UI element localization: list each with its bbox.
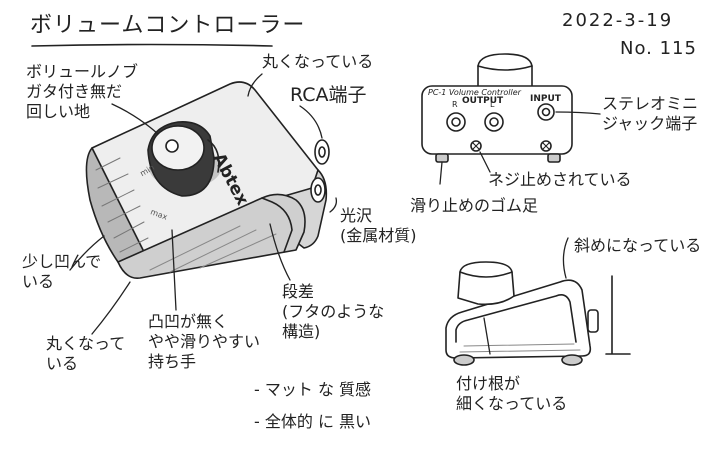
note-black: - 全体的 に 黒い (254, 412, 372, 431)
note-dent-line1: 少し凹んで (22, 252, 102, 271)
leader-gloss (329, 197, 338, 213)
leader-knob (111, 103, 159, 135)
rear-jack-input (537, 103, 555, 121)
note-dent: 少し凹んで いる (22, 252, 101, 292)
note-base: 付け根が 細くなっている (456, 374, 567, 414)
note-stereo-line2: ジャック端子 (602, 114, 698, 133)
note-base-line2: 細くなっている (456, 394, 568, 413)
rear-jack-r-inner (451, 117, 461, 127)
note-rounded-top: 丸くなっている (262, 52, 374, 71)
knob-ridge (207, 139, 220, 173)
rear-screw-left-slot (472, 142, 480, 150)
note-gloss-line2: (金属材質) (340, 226, 417, 245)
page-title: ボリュームコントローラー (30, 13, 306, 38)
note-rounded-bottom-line1: 丸くなって (46, 334, 126, 353)
note-step-line1: 段差 (282, 282, 315, 301)
leader-dent (69, 235, 105, 271)
main-device (85, 81, 330, 279)
note-matte: - マット な 質感 (254, 380, 372, 399)
note-grip-line2: やや滑りやすい (148, 332, 261, 351)
side-knob (457, 261, 515, 306)
leader-screws (479, 151, 491, 173)
sketch-date: 2022-3-19 (562, 10, 674, 31)
front-hatching (95, 157, 149, 253)
note-knob: ボリュールノブ ガタ付き無だ 回しい地 (26, 62, 138, 122)
leader-feet (439, 161, 443, 185)
rear-jack-r (446, 112, 466, 132)
rear-jack-l (484, 112, 504, 132)
leader-step (269, 223, 291, 281)
note-rubber-feet: 滑り止めのゴム足 (410, 196, 539, 215)
note-step: 段差 (フタのような 構造) (282, 282, 384, 342)
note-knob-line3: 回しい地 (26, 102, 91, 121)
rear-view (421, 53, 573, 163)
leader-base (483, 317, 491, 355)
note-slanted: 斜めになっている (574, 236, 702, 255)
sketch-number: No. 115 (620, 38, 697, 59)
side-view (445, 261, 631, 366)
leader-rounded-bottom (91, 281, 131, 335)
note-base-line1: 付け根が (456, 374, 521, 393)
side-jack (587, 309, 599, 333)
note-rounded-bottom: 丸くなって いる (46, 334, 125, 374)
note-screws: ネジ止めされている (488, 170, 632, 189)
side-body (445, 279, 592, 359)
side-foot-left (453, 354, 475, 366)
rear-jack-input-inner (541, 107, 551, 117)
rear-jack-l-inner (489, 117, 499, 127)
device-cover-plate (117, 193, 306, 279)
note-step-line3: 構造) (282, 322, 321, 341)
note-dent-line2: いる (22, 272, 55, 291)
note-gloss: 光沢 (金属材質) (340, 206, 417, 246)
rca-jack-upper-inner (318, 146, 326, 158)
note-gloss-line1: 光沢 (340, 206, 373, 225)
side-hatching (459, 343, 581, 353)
note-step-line2: (フタのような (282, 302, 385, 321)
note-grip: 凸凹が無く やや滑りやすい 持ち手 (148, 312, 260, 372)
leader-slanted (562, 237, 569, 279)
note-rca: RCA端子 (290, 84, 367, 106)
note-grip-line1: 凸凹が無く (148, 312, 229, 331)
title-underline (31, 43, 273, 47)
height-marker (605, 275, 631, 355)
rca-jack-lower (310, 177, 326, 203)
rear-screw-right-slot (542, 142, 550, 150)
rear-panel-model: PC-1 Volume Controller (428, 88, 521, 97)
leader-rounded-top (247, 73, 263, 97)
leader-lines (69, 73, 601, 355)
rear-foot-left (435, 153, 449, 163)
knob-center (165, 139, 179, 153)
leader-rca (299, 105, 323, 139)
rear-label-output: OUTPUT (462, 96, 504, 106)
note-knob-line1: ボリュールノブ (26, 62, 139, 81)
device-cover-step (261, 197, 293, 253)
rear-screw-right (540, 140, 552, 152)
note-knob-line2: ガタ付き無だ (26, 82, 123, 101)
side-foot-right (561, 354, 583, 366)
rear-label-r: R (452, 100, 458, 109)
note-grip-line3: 持ち手 (148, 352, 197, 371)
leader-stereo (555, 111, 601, 115)
rear-screw-left (470, 140, 482, 152)
rca-jack-lower-inner (314, 184, 322, 196)
note-stereo-line1: ステレオミニ (602, 94, 699, 113)
rear-foot-right (547, 153, 561, 163)
rear-knob-cap (477, 65, 533, 71)
rear-knob (477, 53, 533, 89)
cover-hatching (149, 225, 277, 273)
rear-label-input: INPUT (530, 94, 561, 104)
side-body-inner (455, 294, 577, 343)
side-knob-cap (459, 271, 513, 278)
note-stereo: ステレオミニ ジャック端子 (602, 94, 698, 134)
rca-jack-upper (314, 139, 330, 165)
note-rounded-bottom-line2: いる (46, 354, 79, 373)
leader-grip (171, 229, 177, 311)
rear-label-l: L (490, 100, 495, 109)
